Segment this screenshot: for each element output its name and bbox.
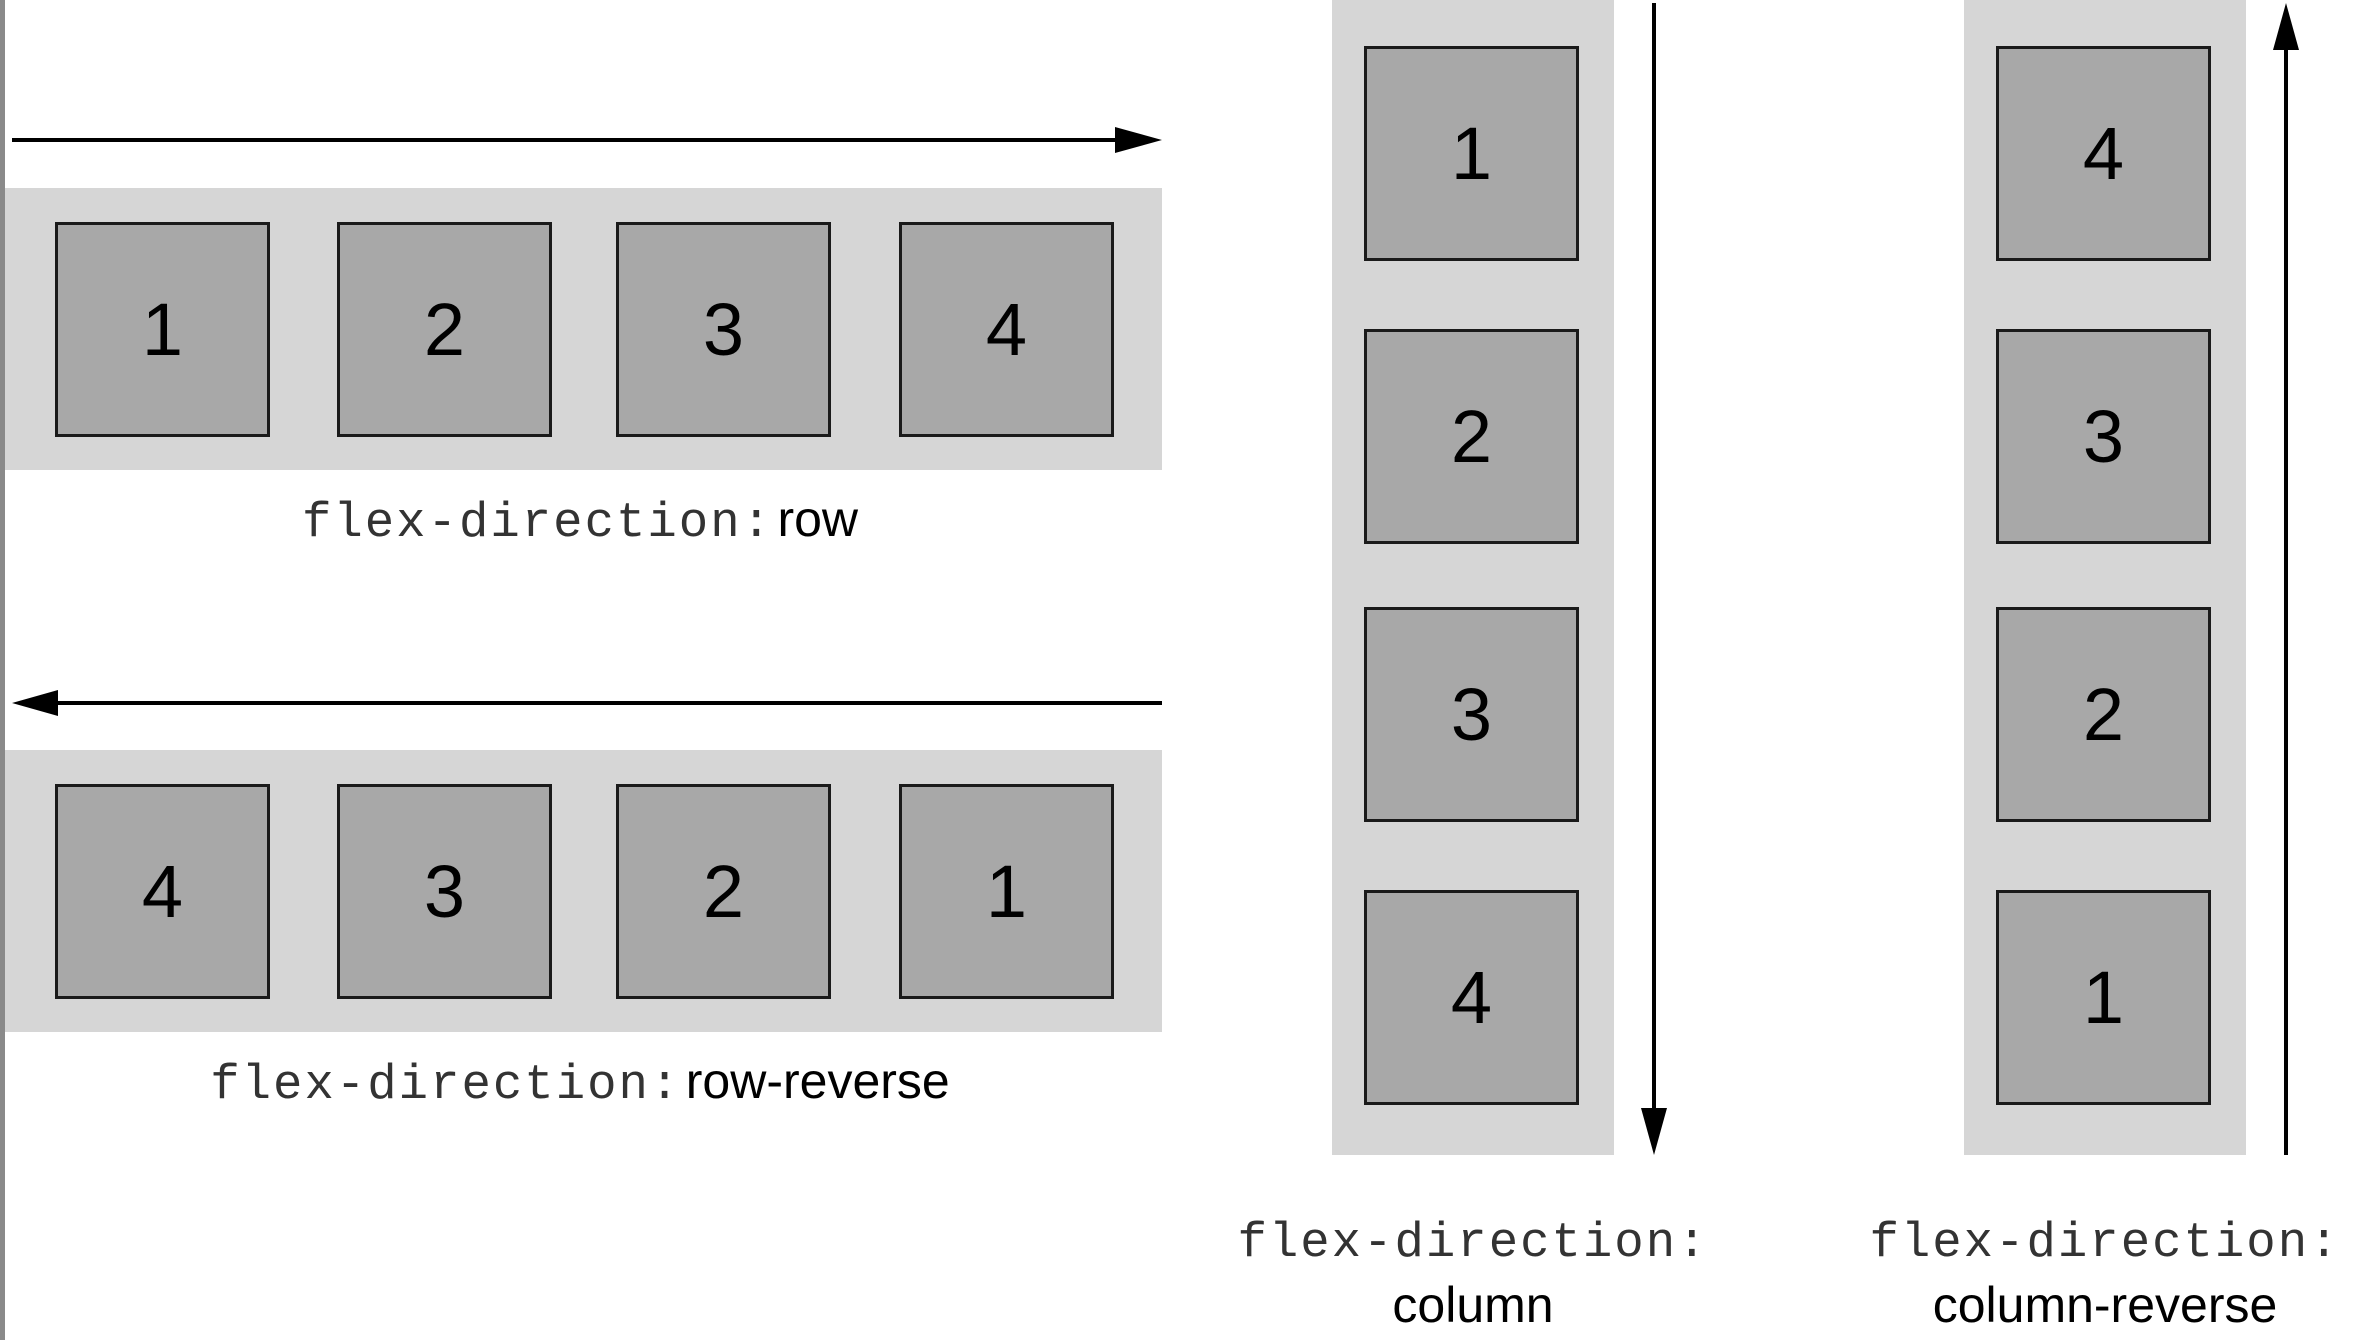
- column-reverse-caption-value: column-reverse: [1932, 1277, 2278, 1333]
- column-item-3: 3: [1364, 607, 1579, 822]
- row-reverse-item-2: 2: [616, 784, 831, 999]
- row-reverse-direction-arrow: [12, 690, 1162, 716]
- row-reverse-item-4: 4: [55, 784, 270, 999]
- row-item-1: 1: [55, 222, 270, 437]
- column-caption: flex-direction: column: [1223, 1212, 1723, 1336]
- column-item-4: 4: [1364, 890, 1579, 1105]
- row-caption: flex-direction: row: [230, 490, 930, 551]
- column-item-1: 1: [1364, 46, 1579, 261]
- column-item-2: 2: [1364, 329, 1579, 544]
- column-reverse-item-2: 2: [1996, 607, 2211, 822]
- row-item-2: 2: [337, 222, 552, 437]
- row-item-4: 4: [899, 222, 1114, 437]
- column-reverse-item-3: 3: [1996, 329, 2211, 544]
- row-reverse-item-1: 1: [899, 784, 1114, 999]
- row-caption-property: flex-direction:: [301, 495, 774, 551]
- row-reverse-caption-property: flex-direction:: [210, 1057, 682, 1113]
- column-reverse-item-4: 4: [1996, 46, 2211, 261]
- column-reverse-item-1: 1: [1996, 890, 2211, 1105]
- row-direction-arrow: [12, 127, 1162, 153]
- page-left-border: [0, 0, 5, 1340]
- column-reverse-caption-property: flex-direction:: [1869, 1215, 2341, 1271]
- column-reverse-direction-arrow: [2273, 3, 2299, 1155]
- row-reverse-caption: flex-direction: row-reverse: [130, 1052, 1030, 1113]
- row-reverse-caption-value: row-reverse: [685, 1053, 950, 1109]
- column-caption-value: column: [1392, 1277, 1554, 1333]
- column-caption-property: flex-direction:: [1237, 1215, 1709, 1271]
- row-item-3: 3: [616, 222, 831, 437]
- row-caption-value: row: [777, 491, 859, 547]
- column-direction-arrow: [1641, 3, 1667, 1155]
- column-reverse-caption: flex-direction: column-reverse: [1855, 1212, 2355, 1336]
- row-reverse-item-3: 3: [337, 784, 552, 999]
